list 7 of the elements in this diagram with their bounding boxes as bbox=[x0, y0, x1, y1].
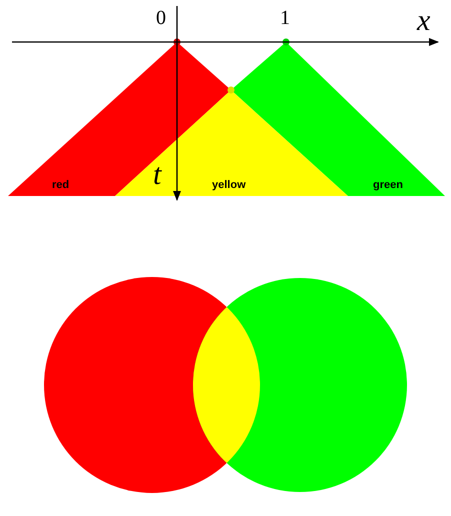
axis-label: t bbox=[153, 160, 162, 190]
tick-label: 0 bbox=[156, 8, 166, 28]
region-label: red bbox=[52, 180, 70, 191]
region-label: yellow bbox=[212, 180, 246, 191]
tick-label: 1 bbox=[280, 8, 290, 28]
region-label: green bbox=[373, 180, 403, 191]
axis-label: x bbox=[417, 6, 430, 36]
